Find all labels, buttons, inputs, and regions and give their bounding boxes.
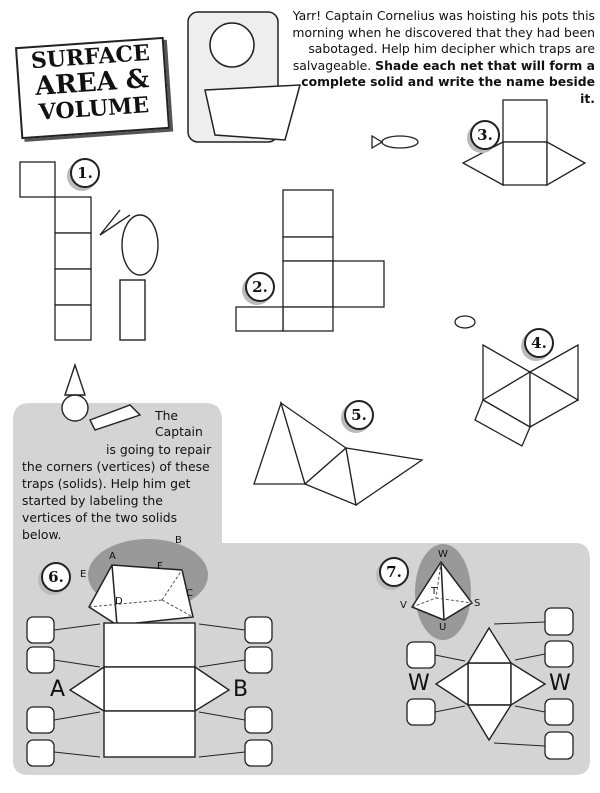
net-2 — [235, 189, 385, 332]
shrimp-illustration — [454, 315, 476, 329]
net-7-arrows — [434, 621, 546, 747]
problem-7-badge: 7. — [379, 557, 409, 587]
vertex-label-t: T — [431, 586, 438, 597]
pyramid-solid — [410, 544, 474, 640]
problem-1-badge: 1. — [70, 158, 100, 188]
intro-plain: Yarr! Captain Cornelius was hoisting his… — [292, 8, 595, 73]
vertex-label-b: B — [175, 535, 182, 546]
problem-4-badge: 4. — [524, 328, 554, 358]
captain-text-1: The — [155, 408, 179, 423]
net-3 — [461, 99, 587, 187]
net-4 — [474, 343, 580, 447]
vertex-label-e: E — [80, 569, 87, 580]
net-1 — [19, 161, 92, 341]
net-6-label-a: A — [50, 677, 66, 702]
vertex-label-d: D — [115, 596, 123, 607]
problem-6-badge: 6. — [41, 562, 71, 592]
net-6-label-b: B — [233, 677, 249, 702]
prism-solid — [88, 539, 208, 626]
vertex-label-u: U — [439, 622, 447, 633]
net-6-arrows — [53, 623, 246, 758]
vertex-label-s: S — [474, 598, 481, 609]
vertex-label-w: W — [438, 549, 448, 560]
captain-text-3: is going to repair the corners (vertices… — [22, 442, 212, 542]
vertex-label-v: V — [400, 600, 407, 611]
problem-2-badge: 2. — [245, 272, 275, 302]
net-7 — [434, 626, 547, 742]
vertex-label-a: A — [109, 551, 116, 562]
net-7-label-w-right: W — [549, 671, 571, 696]
net-5 — [253, 400, 424, 507]
captain-text-2: Captain — [155, 424, 203, 439]
problem-5-badge: 5. — [344, 400, 374, 430]
problem-3-badge: 3. — [470, 120, 500, 150]
octopus-hammer-illustration — [61, 362, 142, 431]
net-6 — [68, 622, 231, 758]
captain-illustration — [187, 11, 301, 143]
vertex-label-c: C — [186, 588, 193, 599]
worksheet-title: SURFACE AREA & VOLUME — [14, 36, 171, 140]
net-7-label-w-left: W — [408, 671, 430, 696]
pelican-illustration — [99, 209, 159, 341]
fish-illustration — [371, 134, 419, 150]
net-7-answer-boxes — [406, 607, 574, 760]
vertex-label-f: F — [157, 561, 163, 572]
intro-text: Yarr! Captain Cornelius was hoisting his… — [290, 8, 595, 107]
intro-instruction: Shade each net that will form a complete… — [301, 57, 595, 106]
